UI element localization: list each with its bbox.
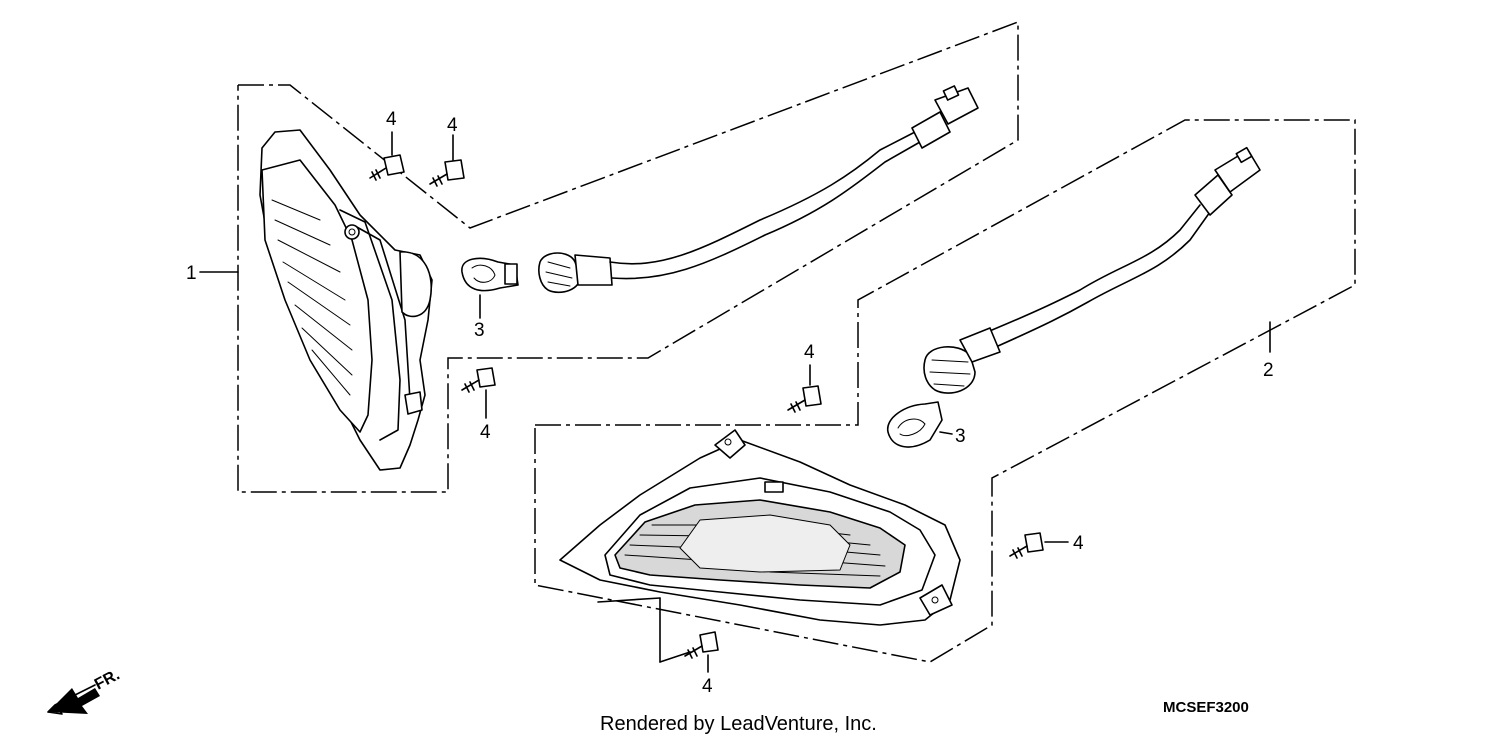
lamp-assembly-right bbox=[559, 321, 1271, 626]
callout-screw-b: 4 bbox=[447, 115, 458, 136]
screw-d bbox=[787, 364, 822, 413]
callout-bulb-right: 3 bbox=[955, 426, 966, 447]
callout-screw-a: 4 bbox=[386, 109, 397, 130]
direction-label: FR. bbox=[92, 666, 123, 693]
assembly-boundary-left bbox=[237, 20, 1019, 493]
bulb-left bbox=[461, 257, 519, 319]
screw-a bbox=[369, 131, 405, 181]
screw-f bbox=[597, 597, 719, 673]
front-direction-arrow: FR. bbox=[47, 666, 123, 715]
render-credit: Rendered by LeadVenture, Inc. bbox=[600, 713, 877, 735]
callout-part-2: 2 bbox=[1263, 360, 1274, 381]
callout-screw-f: 4 bbox=[702, 676, 713, 697]
diagram-code: MCSEF3200 bbox=[1163, 699, 1249, 716]
callout-bulb-left: 3 bbox=[474, 320, 485, 341]
lamp-assembly-left bbox=[199, 129, 433, 471]
callout-screw-e: 4 bbox=[1073, 533, 1084, 554]
assembly-boundary-right bbox=[534, 119, 1356, 663]
callout-screw-d: 4 bbox=[804, 342, 815, 363]
screw-c bbox=[461, 367, 496, 419]
harness-left bbox=[538, 85, 979, 294]
screw-e bbox=[1009, 532, 1069, 559]
callout-part-1: 1 bbox=[186, 263, 197, 284]
screw-b bbox=[429, 134, 465, 187]
harness-right bbox=[923, 146, 1261, 394]
bulb-right bbox=[887, 401, 953, 448]
callout-screw-c: 4 bbox=[480, 422, 491, 443]
